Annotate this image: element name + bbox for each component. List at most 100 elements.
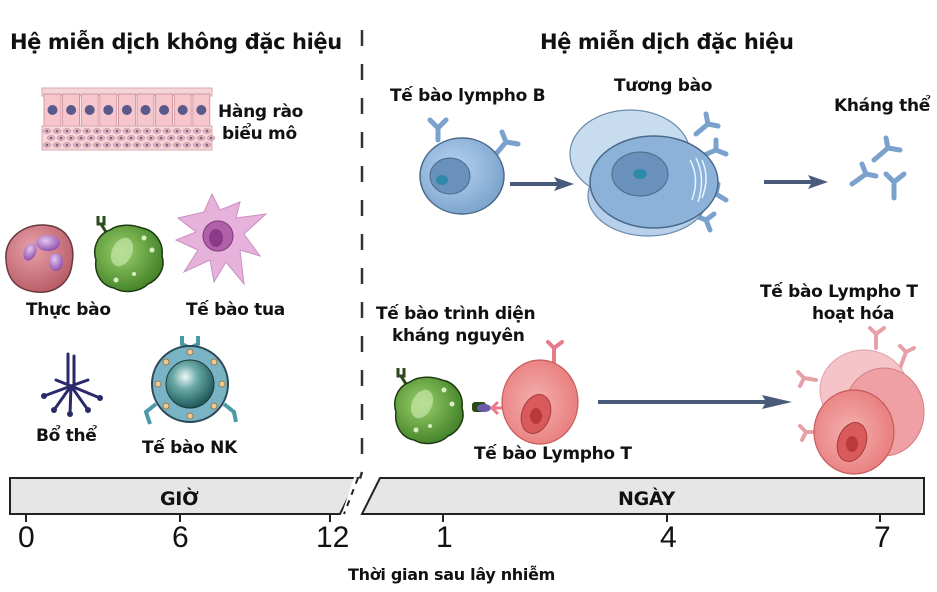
adaptive-immunity-title: Hệ miễn dịch đặc hiệu	[540, 30, 794, 54]
connective-nucleus	[189, 136, 193, 140]
complement-icon	[41, 352, 103, 417]
connective-nucleus	[205, 129, 209, 133]
connective-nucleus	[155, 143, 159, 147]
connective-nucleus	[195, 143, 199, 147]
connective-nucleus	[95, 129, 99, 133]
connective-nucleus	[45, 143, 49, 147]
timeline-axis-title: Thời gian sau lây nhiễm	[348, 565, 556, 584]
connective-nucleus	[175, 129, 179, 133]
nk-cell-icon	[143, 336, 238, 425]
epithelial-nucleus	[177, 105, 188, 115]
connective-nucleus	[99, 136, 103, 140]
days-label: NGÀY	[618, 488, 675, 510]
dendritic-cell-label: Tế bào tua	[186, 300, 285, 320]
connective-nucleus	[149, 136, 153, 140]
connective-nucleus	[55, 143, 59, 147]
plasma-cell-icon	[569, 109, 729, 237]
phagocyte-label: Thực bào	[26, 300, 111, 320]
tick-label-hour-12: 12	[316, 521, 350, 554]
connective-nucleus	[109, 136, 113, 140]
connective-nucleus	[135, 129, 139, 133]
complement-label: Bổ thể	[36, 426, 97, 446]
activated-t-cells-icon	[796, 326, 925, 475]
hours-label: GIỜ	[160, 488, 199, 510]
activated-t-label-2: hoạt hóa	[812, 304, 895, 324]
connective-nucleus	[85, 143, 89, 147]
connective-nucleus	[115, 129, 119, 133]
innate-immunity-title: Hệ miễn dịch không đặc hiệu	[10, 30, 342, 54]
tick-label-day-7: 7	[874, 521, 891, 554]
connective-nucleus	[85, 129, 89, 133]
t-cell-icon	[501, 340, 579, 445]
connective-nucleus	[95, 143, 99, 147]
epithelial-barrier-label-2: biểu mô	[222, 124, 297, 144]
tick-label-day-4: 4	[660, 521, 677, 554]
connective-nucleus	[179, 136, 183, 140]
apc-cell-icon	[394, 368, 464, 445]
connective-nucleus	[209, 136, 213, 140]
nk-cell-label: Tế bào NK	[142, 438, 237, 458]
epithelial-nucleus	[47, 105, 58, 115]
connective-nucleus	[65, 143, 69, 147]
epithelial-nucleus	[66, 105, 77, 115]
tick-label-hour-6: 6	[172, 521, 189, 554]
divider-dashed-line	[352, 30, 364, 499]
neutrophil-icon	[5, 224, 74, 293]
connective-nucleus	[185, 129, 189, 133]
apc-label-1: Tế bào trình diện	[376, 304, 536, 324]
tick-label-hour-0: 0	[18, 521, 35, 554]
connective-nucleus	[45, 129, 49, 133]
connective-nucleus	[205, 143, 209, 147]
arrow-t-to-activated	[598, 395, 792, 409]
macrophage-icon	[94, 216, 164, 293]
connective-nucleus	[69, 136, 73, 140]
connective-nucleus	[145, 143, 149, 147]
t-cell-label: Tế bào Lympho T	[474, 444, 632, 464]
connective-nucleus	[75, 143, 79, 147]
antibody-icon	[849, 135, 907, 201]
epithelial-nucleus	[103, 105, 114, 115]
connective-nucleus	[185, 143, 189, 147]
connective-nucleus	[165, 129, 169, 133]
connective-nucleus	[65, 129, 69, 133]
plasma-cell-label: Tương bào	[614, 76, 713, 96]
connective-nucleus	[89, 136, 93, 140]
connective-nucleus	[175, 143, 179, 147]
connective-nucleus	[79, 136, 83, 140]
activated-t-label-1: Tế bào Lympho T	[760, 282, 918, 302]
connective-nucleus	[59, 136, 63, 140]
epithelial-nucleus	[159, 105, 170, 115]
connective-nucleus	[105, 143, 109, 147]
connective-nucleus	[139, 136, 143, 140]
connective-nucleus	[75, 129, 79, 133]
epithelial-nucleus	[84, 105, 95, 115]
b-cell-label: Tế bào lympho B	[390, 86, 546, 106]
connective-nucleus	[165, 143, 169, 147]
epithelial-nucleus	[196, 105, 207, 115]
connective-nucleus	[155, 129, 159, 133]
connective-nucleus	[199, 136, 203, 140]
connective-nucleus	[125, 143, 129, 147]
antigen-presentation-icon	[472, 400, 508, 416]
connective-nucleus	[145, 129, 149, 133]
connective-nucleus	[49, 136, 53, 140]
epithelial-barrier-label-1: Hàng rào	[218, 102, 304, 122]
arrow-plasma-to-antibody	[764, 175, 828, 189]
timeline-hours-segment	[9, 477, 360, 515]
timeline-days-segment	[360, 477, 925, 515]
tick-label-day-1: 1	[436, 521, 453, 554]
connective-nucleus	[135, 143, 139, 147]
connective-nucleus	[55, 129, 59, 133]
connective-nucleus	[119, 136, 123, 140]
connective-nucleus	[115, 143, 119, 147]
b-cell-icon	[419, 117, 521, 215]
connective-nucleus	[195, 129, 199, 133]
connective-nucleus	[105, 129, 109, 133]
connective-nucleus	[159, 136, 163, 140]
epithelial-nucleus	[121, 105, 132, 115]
timeline-bar	[9, 476, 925, 522]
connective-nucleus	[125, 129, 129, 133]
connective-nucleus	[169, 136, 173, 140]
arrow-b-to-plasma	[510, 177, 574, 191]
dendritic-cell-icon	[174, 192, 268, 286]
